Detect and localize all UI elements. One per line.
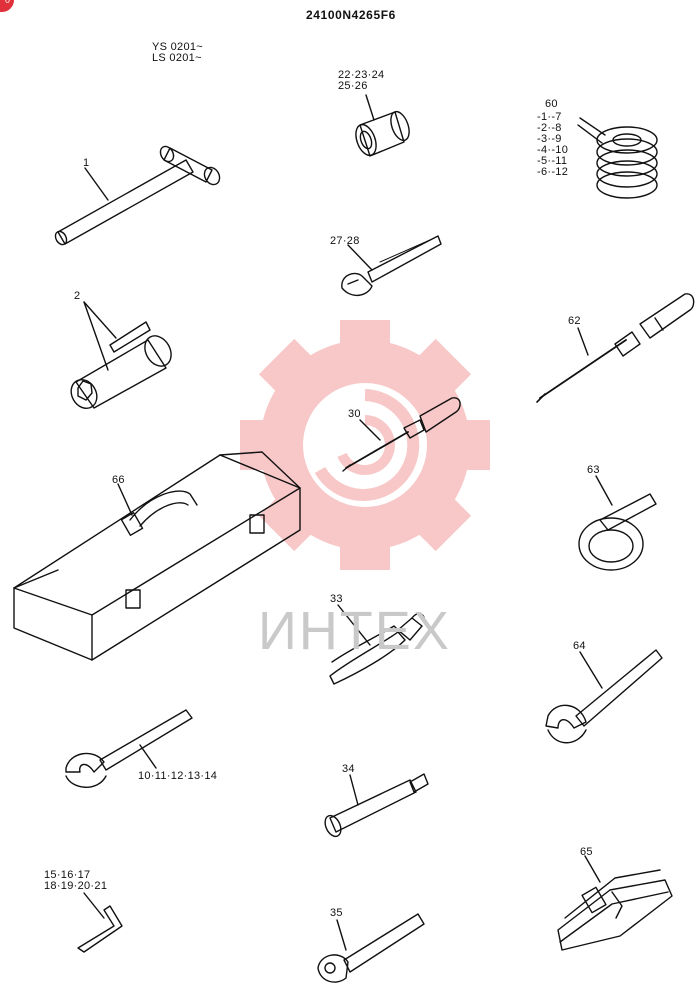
screwdriver-62-drawing	[536, 293, 695, 403]
label-ratchet: 35	[330, 907, 343, 919]
hex-keys-drawing	[77, 892, 123, 953]
label-t-handle-wrench: 1	[83, 157, 90, 169]
box-wrench-drawing	[70, 301, 172, 410]
spanner-64-drawing	[545, 649, 663, 744]
serial-ranges: YS 0201~ LS 0201~	[152, 41, 204, 64]
toolbox-drawing	[13, 451, 301, 661]
label-shim-refs: -1·-7 -2·-8 -3·-9 -4·-10 -5·-11 -6·-12	[537, 111, 569, 178]
wrench-set-drawing	[557, 855, 673, 951]
screwdriver-30-drawing	[342, 397, 461, 472]
adjustable-wrench-drawing	[341, 235, 442, 296]
label-toolbox: 66	[112, 474, 125, 486]
watermark-gear-icon	[240, 320, 490, 570]
pliers-drawing	[329, 604, 426, 685]
label-screwdriver-62: 62	[568, 315, 581, 327]
label-filter-wrench: 63	[587, 464, 600, 476]
t-handle-wrench-drawing	[54, 145, 221, 246]
open-end-wrench-drawing	[65, 709, 193, 788]
label-shims: 60	[545, 98, 558, 110]
label-spanner-64: 64	[573, 640, 586, 652]
label-sockets: 22·23·24 25·26	[338, 69, 385, 92]
label-open-end-wrenches: 10·11·12·13·14	[138, 770, 218, 782]
label-pliers: 33	[330, 593, 343, 605]
label-box-wrench-set: 2	[74, 290, 81, 302]
filter-wrench-drawing	[578, 475, 657, 571]
shim-stack-drawing	[577, 117, 658, 199]
socket-drawing	[355, 94, 410, 157]
extension-bar-drawing	[324, 773, 429, 838]
label-screwdriver-30: 30	[348, 408, 361, 420]
watermark-text: ИНТЕХ	[258, 601, 451, 661]
label-wrench-set: 65	[580, 846, 593, 858]
label-adjustable-wrench: 27·28	[330, 235, 360, 247]
label-extension-bar: 34	[342, 763, 355, 775]
ratchet-drawing	[317, 913, 425, 983]
drawing-code: 24100N4265F6	[306, 8, 396, 22]
label-hex-keys: 15·16·17 18·19·20·21	[44, 869, 108, 892]
